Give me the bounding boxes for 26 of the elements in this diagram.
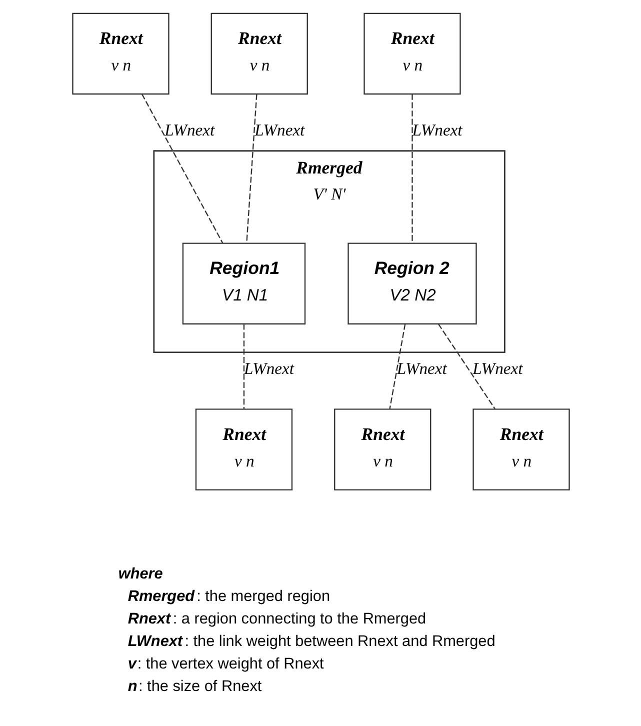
connector xyxy=(388,324,406,410)
node-box: Rnext v n xyxy=(363,12,460,95)
label: v: the vertex weight of Rnext xyxy=(127,656,324,673)
edge-label: LWnext xyxy=(472,358,522,378)
node-box: Rnext v n xyxy=(72,12,169,95)
connector xyxy=(411,94,412,244)
label: where xyxy=(118,566,162,583)
node-box: Rnext v n xyxy=(334,408,431,490)
connector xyxy=(246,94,257,244)
connector xyxy=(140,94,223,244)
connector xyxy=(242,324,244,409)
node-box: Region 2 V2 N2 xyxy=(347,242,476,324)
edge-label: LWnext xyxy=(164,120,214,140)
label: Rnext: a region connecting to the Rmerged xyxy=(127,610,426,628)
label: Rmerged: the merged region xyxy=(127,588,330,606)
label: n: the size of Rnext xyxy=(127,678,262,696)
label: LWnext: the link weight between Rnext and Rmerged xyxy=(127,633,495,650)
connector xyxy=(437,324,495,410)
edge-label: LWnext xyxy=(396,358,446,378)
edge-label: LWnext xyxy=(412,120,462,140)
node-box: Rnext v n xyxy=(210,12,308,95)
node-box: Region1 V1 N1 xyxy=(182,242,306,324)
node-box: Rnext v n xyxy=(472,408,570,490)
edge-label: LWnext xyxy=(243,358,294,378)
edge-label: LWnext xyxy=(254,120,304,140)
node-box: Rnext v n xyxy=(194,408,292,490)
